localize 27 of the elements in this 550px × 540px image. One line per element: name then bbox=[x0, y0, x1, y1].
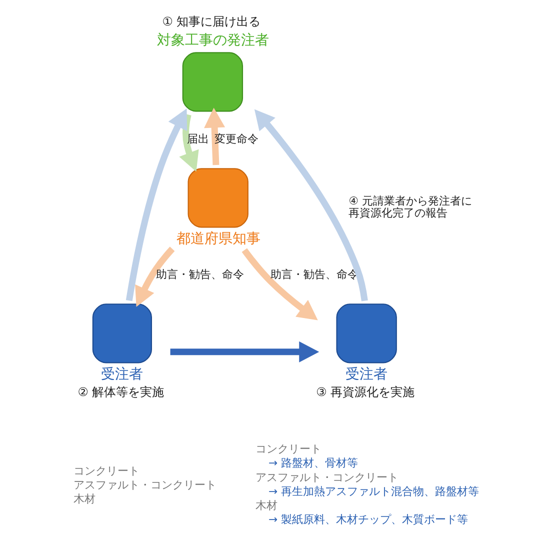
arrow bbox=[242, 248, 318, 320]
label: 木材 bbox=[255, 498, 278, 512]
node-label: ③ 再資源化を実施 bbox=[316, 385, 415, 400]
node-label: 都道府県知事 bbox=[176, 230, 260, 247]
arrow bbox=[204, 108, 226, 166]
label: アスファルト・コンクリート bbox=[255, 470, 398, 484]
arrow bbox=[135, 246, 175, 307]
node-label: ② 解体等を実施 bbox=[78, 385, 164, 400]
arrow bbox=[254, 109, 368, 302]
label: コンクリート bbox=[73, 464, 140, 478]
label: 木材 bbox=[73, 492, 96, 506]
node-label: ① 知事に届け出る bbox=[162, 14, 261, 28]
edge-label: 変更命令 bbox=[214, 132, 258, 146]
edge-label: 助言・勧告、命令 bbox=[156, 268, 244, 282]
label: → 路盤材、骨材等 bbox=[268, 456, 358, 470]
edge-label: 届出 bbox=[187, 132, 210, 146]
node-label: 対象工事の発注者 bbox=[156, 32, 269, 48]
node-label: 受注者 bbox=[345, 366, 388, 382]
label: → 製紙原料、木材チップ、木質ボード等 bbox=[268, 513, 468, 526]
arrow bbox=[179, 114, 199, 172]
arrow bbox=[126, 108, 188, 302]
label: コンクリート bbox=[255, 442, 322, 456]
edge-label: ④ 元請業者から発注者に再資源化完了の報告 bbox=[348, 194, 472, 220]
label: アスファルト・コンクリート bbox=[73, 478, 216, 492]
arrow bbox=[170, 341, 320, 362]
label: → 再生加熱アスファルト混合物、路盤材等 bbox=[268, 484, 480, 498]
node-label: 受注者 bbox=[101, 366, 144, 382]
